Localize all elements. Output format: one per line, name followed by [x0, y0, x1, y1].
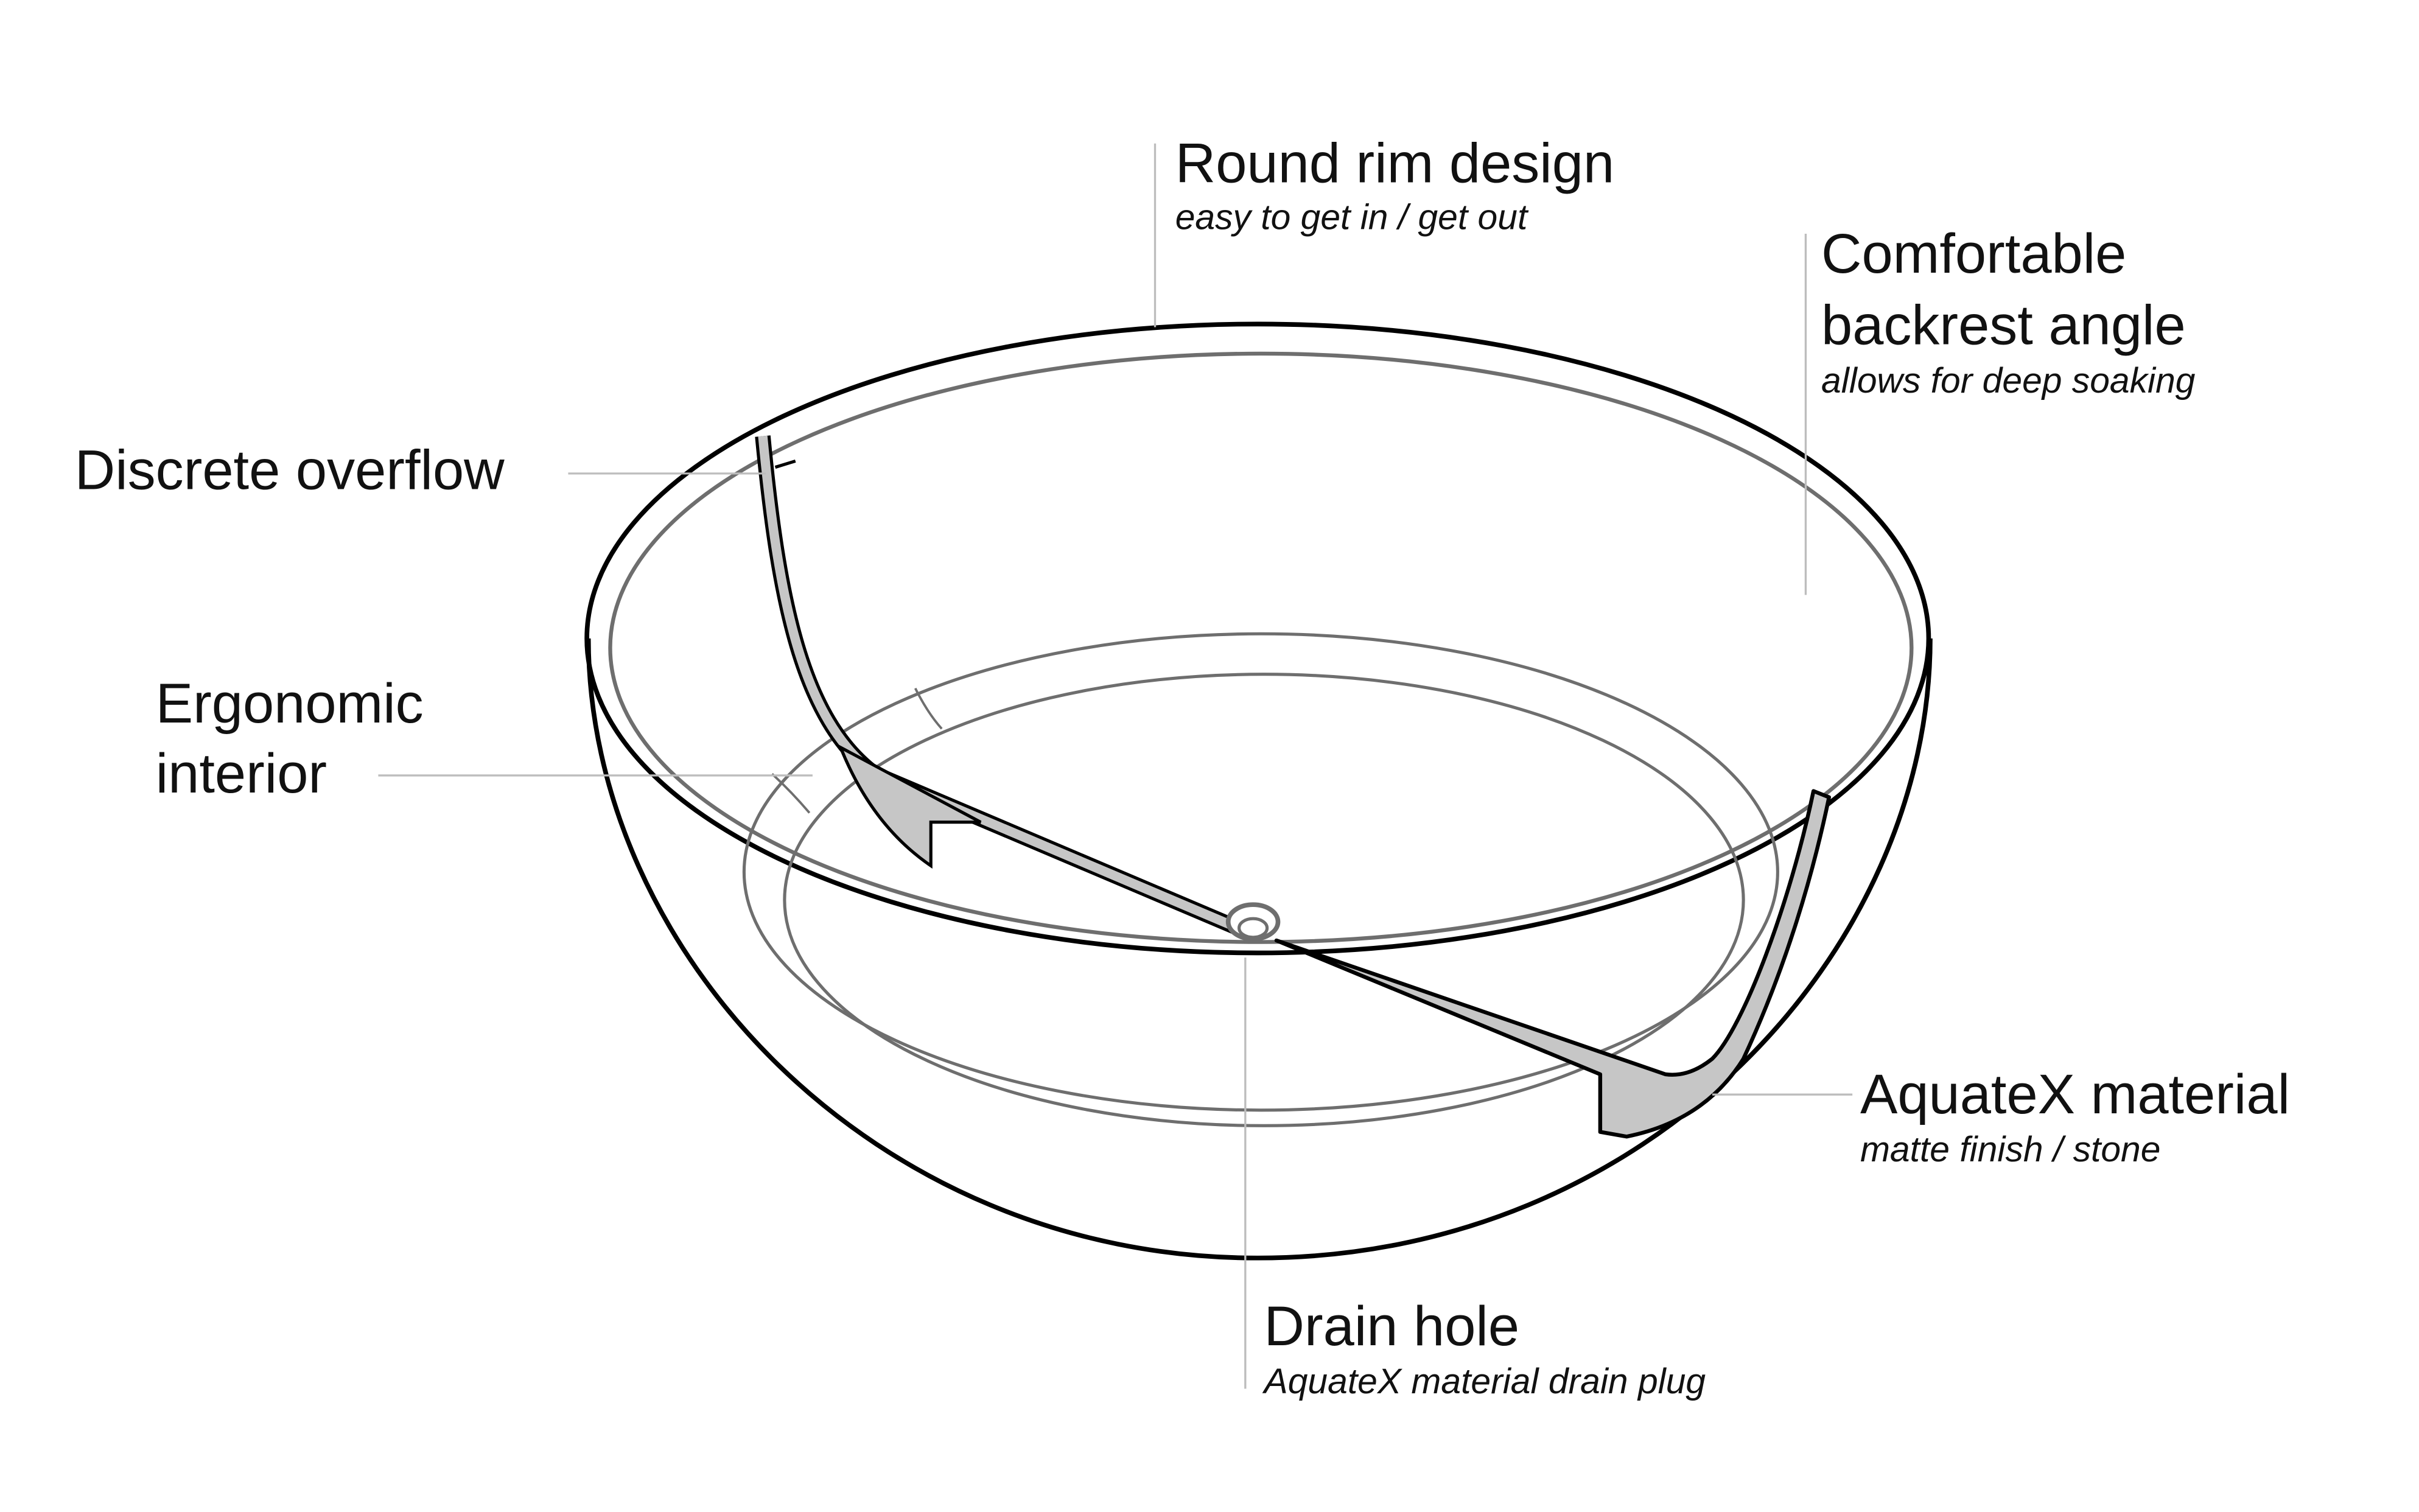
rim-title: Round rim design: [1175, 132, 1614, 195]
overflow-title: Discrete overflow: [75, 438, 505, 501]
backrest-subtitle: allows for deep soaking: [1821, 361, 2196, 401]
outer-rim: [584, 321, 1931, 956]
rim-subtitle: easy to get in / get out: [1175, 197, 1529, 237]
backrest-title-2: backrest angle: [1821, 294, 2186, 357]
bowl-outline: [586, 638, 1933, 1261]
drain-hole: [1225, 902, 1281, 942]
floor-contour-inner: [783, 673, 1745, 1127]
backrest-title-1: Comfortable: [1821, 222, 2126, 285]
inner-rim: [608, 351, 1914, 944]
contour-tick: [771, 687, 943, 814]
drain-subtitle: AquateX material drain plug: [1262, 1362, 1706, 1401]
bathtub-drawing: [584, 321, 1933, 1261]
floor-contour-outer: [742, 632, 1779, 1112]
material-title: AquateX material: [1860, 1063, 2290, 1125]
interior-title-2: interior: [156, 742, 327, 805]
cross-section: [755, 435, 1831, 1139]
material-subtitle: matte finish / stone: [1860, 1130, 2161, 1169]
interior-title-1: Ergonomic: [156, 672, 424, 735]
drain-title: Drain hole: [1264, 1295, 1520, 1357]
